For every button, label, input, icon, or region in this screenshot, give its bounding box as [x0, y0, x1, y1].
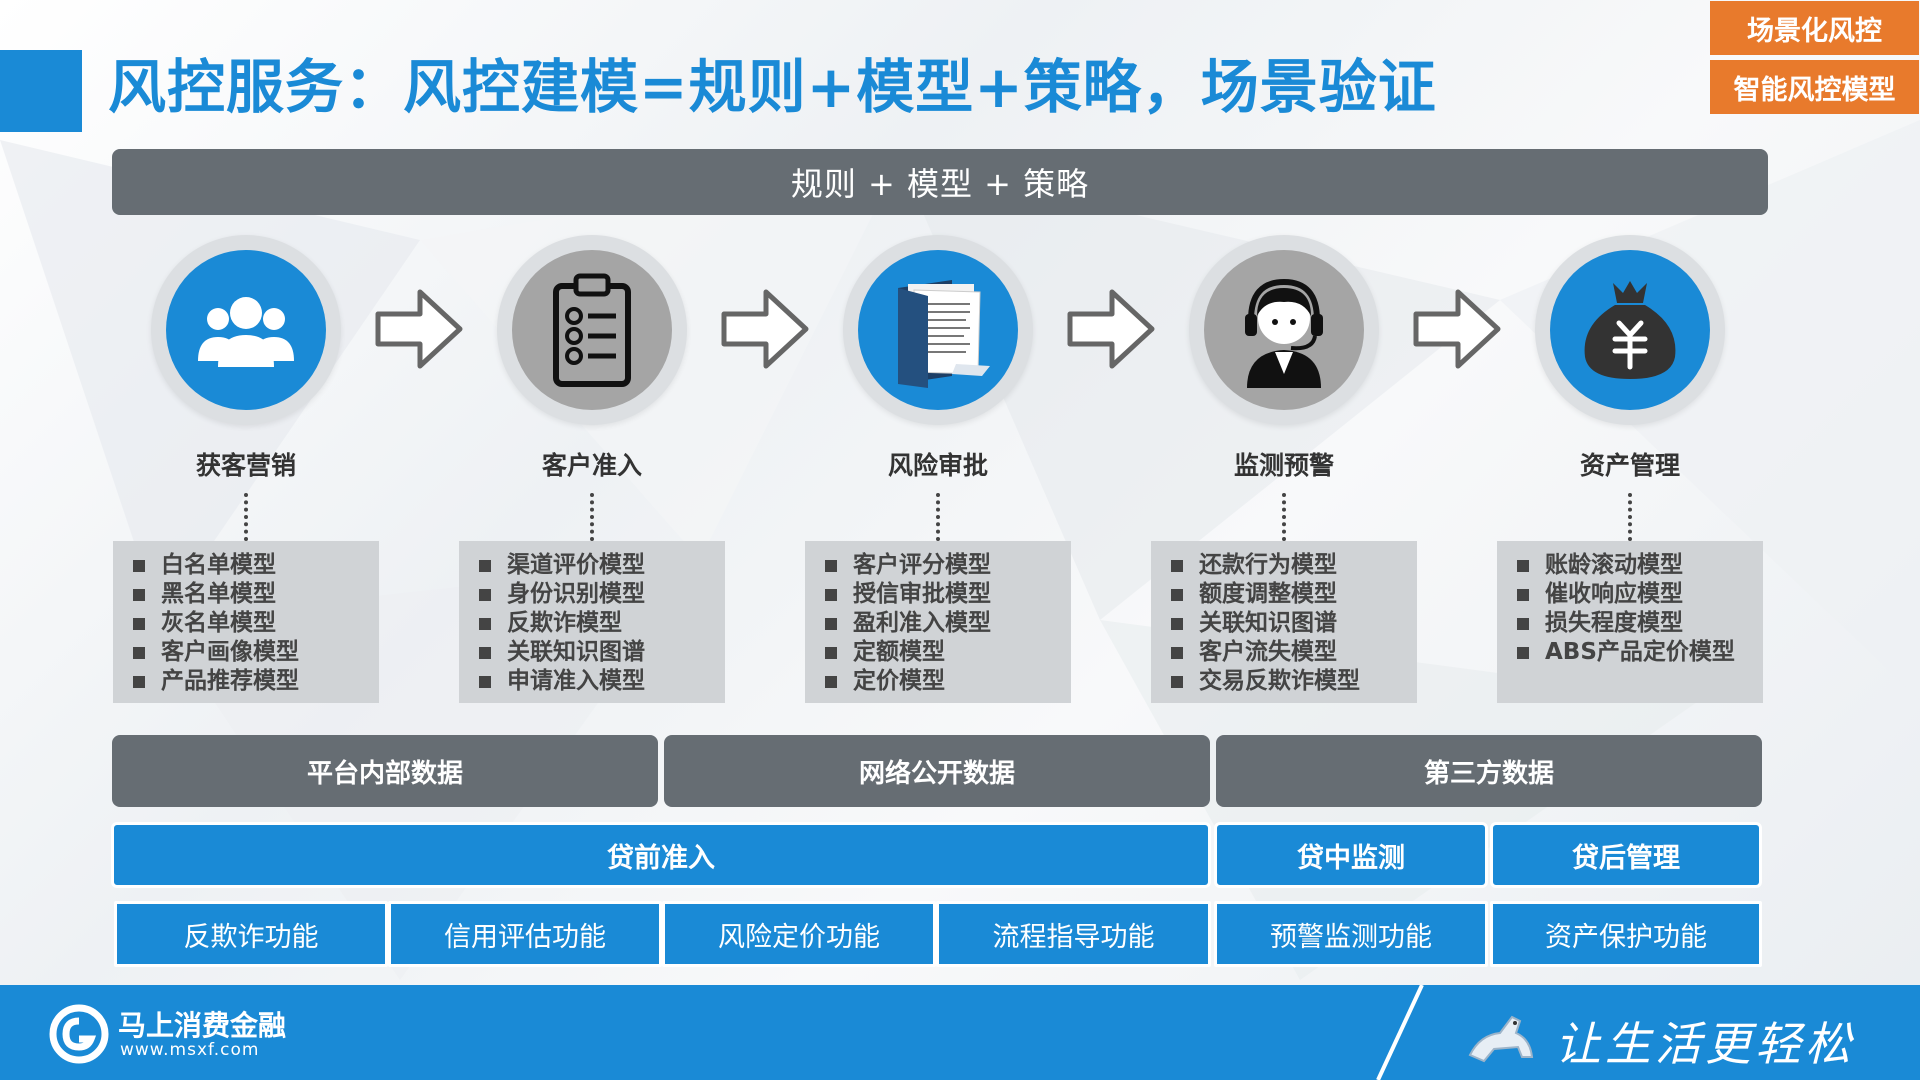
horse-mascot-icon: [1468, 1015, 1534, 1063]
dotted-connector: [1282, 493, 1286, 541]
stage-label: 资产管理: [1579, 451, 1680, 480]
company-name: 马上消费金融: [118, 1009, 287, 1042]
phase-in-loan: 贷中监测: [1214, 822, 1488, 888]
list-item: ABS产品定价模型: [1517, 638, 1753, 667]
list-item: 定价模型: [825, 667, 1061, 696]
stage-circle-asset-mgmt: [1535, 235, 1725, 425]
list-item: 定额模型: [825, 638, 1061, 667]
document-folder-icon: [898, 280, 990, 388]
list-item: 反欺诈模型: [479, 609, 715, 638]
dotted-connector: [244, 493, 248, 541]
stage-label: 监测预警: [1233, 451, 1334, 480]
clipboard-checklist-icon: [553, 273, 631, 387]
arrow-right-icon: [721, 289, 809, 369]
footer-bar: [0, 985, 1920, 1080]
arrow-right-icon: [375, 289, 463, 369]
list-item: 交易反欺诈模型: [1171, 667, 1407, 696]
stage-label: 获客营销: [195, 451, 296, 480]
slogan: 让生活更轻松: [1555, 1017, 1855, 1071]
users-icon: [198, 297, 294, 367]
list-item: 客户评分模型: [825, 551, 1061, 580]
stage-circle-approval: [843, 235, 1033, 425]
function-credit-eval: 信用评估功能: [388, 901, 662, 967]
headset-agent-icon: [1245, 278, 1323, 388]
money-bag-icon: [1584, 281, 1676, 379]
list-item: 客户画像模型: [133, 638, 369, 667]
tag-smart-model: 智能风控模型: [1710, 60, 1919, 114]
list-item: 催收响应模型: [1517, 580, 1753, 609]
list-item: 账龄滚动模型: [1517, 551, 1753, 580]
phase-post-loan: 贷后管理: [1490, 822, 1762, 888]
function-warning-monitor: 预警监测功能: [1214, 901, 1488, 967]
list-item: 黑名单模型: [133, 580, 369, 609]
list-item: 申请准入模型: [479, 667, 715, 696]
model-list-acquisition: 白名单模型 黑名单模型 灰名单模型 客户画像模型 产品推荐模型: [113, 541, 379, 703]
model-list-asset-mgmt: 账龄滚动模型 催收响应模型 损失程度模型 ABS产品定价模型: [1497, 541, 1763, 703]
list-item: 关联知识图谱: [1171, 609, 1407, 638]
function-risk-pricing: 风险定价功能: [662, 901, 936, 967]
footer-divider: [1376, 985, 1424, 1080]
list-item: 关联知识图谱: [479, 638, 715, 667]
dotted-connector: [936, 493, 940, 541]
list-item: 身份识别模型: [479, 580, 715, 609]
title-accent-block: [0, 50, 82, 132]
stage-label: 客户准入: [541, 451, 642, 480]
phase-pre-loan: 贷前准入: [111, 822, 1211, 888]
list-item: 授信审批模型: [825, 580, 1061, 609]
list-item: 额度调整模型: [1171, 580, 1407, 609]
tag-scenario-risk: 场景化风控: [1710, 1, 1919, 55]
list-item: 还款行为模型: [1171, 551, 1407, 580]
list-item: 产品推荐模型: [133, 667, 369, 696]
list-item: 盈利准入模型: [825, 609, 1061, 638]
dotted-connector: [590, 493, 594, 541]
model-list-monitoring: 还款行为模型 额度调整模型 关联知识图谱 客户流失模型 交易反欺诈模型: [1151, 541, 1417, 703]
list-item: 渠道评价模型: [479, 551, 715, 580]
stage-label: 风险审批: [887, 451, 988, 480]
function-anti-fraud: 反欺诈功能: [114, 901, 388, 967]
stage-circle-acquisition: [151, 235, 341, 425]
model-list-approval: 客户评分模型 授信审批模型 盈利准入模型 定额模型 定价模型: [805, 541, 1071, 703]
company-logo-icon: [49, 1004, 109, 1064]
list-item: 灰名单模型: [133, 609, 369, 638]
arrow-right-icon: [1413, 289, 1501, 369]
data-source-internal: 平台内部数据: [112, 735, 658, 807]
dotted-connector: [1628, 493, 1632, 541]
rules-models-strategy-bar: 规则 + 模型 + 策略: [112, 149, 1768, 215]
company-url: www.msxf.com: [120, 1040, 260, 1060]
function-process-guide: 流程指导功能: [936, 901, 1211, 967]
page-title: 风控服务：风控建模=规则+模型+策略，场景验证: [108, 53, 1437, 121]
list-item: 白名单模型: [133, 551, 369, 580]
function-asset-protect: 资产保护功能: [1490, 901, 1762, 967]
list-item: 损失程度模型: [1517, 609, 1753, 638]
arrow-right-icon: [1067, 289, 1155, 369]
stage-circle-monitoring: [1189, 235, 1379, 425]
data-source-public: 网络公开数据: [664, 735, 1210, 807]
list-item: 客户流失模型: [1171, 638, 1407, 667]
model-list-admission: 渠道评价模型 身份识别模型 反欺诈模型 关联知识图谱 申请准入模型: [459, 541, 725, 703]
data-source-third-party: 第三方数据: [1216, 735, 1762, 807]
stage-circle-admission: [497, 235, 687, 425]
